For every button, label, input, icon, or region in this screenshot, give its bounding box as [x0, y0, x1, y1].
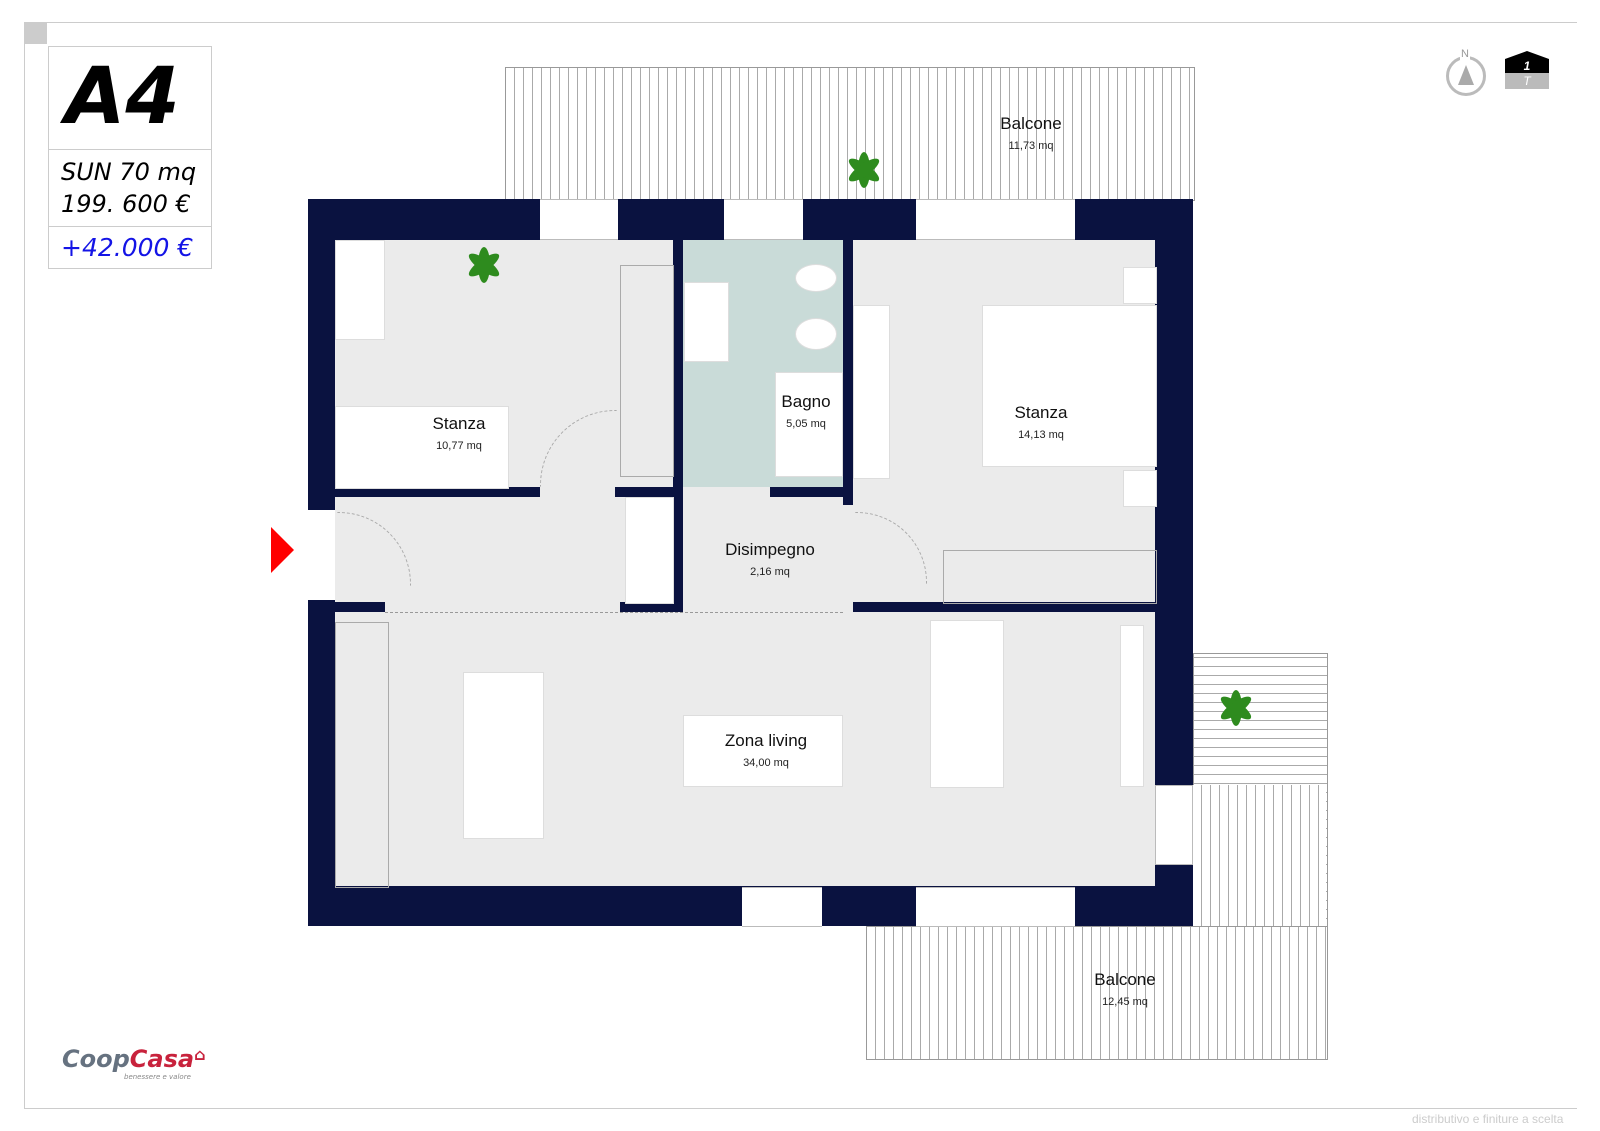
house-icon: ⌂ [194, 1045, 206, 1064]
plant-icon [1214, 688, 1258, 728]
unit-info-box: A4 SUN 70 mq 199. 600 € +42.000 € [48, 46, 212, 269]
interior-wall [770, 487, 853, 497]
wardrobe-bedroom [853, 305, 890, 479]
interior-wall [843, 240, 853, 505]
kitchen-cabinets [335, 622, 389, 888]
interior-wall [335, 602, 385, 612]
balcony-bottom [866, 926, 1328, 1060]
unit-code: A4 [49, 47, 211, 150]
kitchen-island [463, 672, 544, 839]
floor-badge-current: 1 [1505, 59, 1549, 73]
coopcasa-logo: CoopCasa⌂ benessere e valore [62, 1045, 206, 1081]
bidet [795, 264, 837, 292]
frame [24, 22, 1577, 1109]
wardrobe-long [943, 550, 1157, 604]
wall-right [1155, 199, 1193, 785]
wall-left-lower [308, 600, 335, 926]
balcony-top [505, 67, 1195, 201]
unit-price: 199. 600 € [61, 190, 191, 218]
corner-mark [24, 22, 47, 44]
tv-unit [1120, 625, 1144, 787]
window [916, 199, 1075, 240]
dining-table [683, 715, 843, 787]
window [724, 199, 803, 240]
interior-wall [673, 240, 683, 612]
shower [775, 372, 843, 477]
nightstand [1123, 470, 1157, 507]
bed-single [335, 406, 509, 489]
unit-extra-price: +42.000 € [61, 233, 194, 262]
interior-wall [615, 487, 673, 497]
compass-icon [1446, 56, 1486, 96]
window [916, 887, 1075, 927]
interior-wall [620, 602, 683, 612]
sofa [930, 620, 1004, 788]
wall-right-lower [1155, 865, 1193, 926]
plant-icon [462, 245, 506, 285]
interior-wall [853, 602, 1155, 612]
unit-sun: SUN 70 mq [61, 158, 197, 186]
compass-north-label: N [1460, 48, 1470, 60]
desk [335, 240, 385, 340]
toilet [795, 318, 837, 350]
double-bed [982, 305, 1157, 467]
floor-badge: 1 T [1505, 51, 1549, 89]
entrance-arrow-icon [271, 527, 294, 573]
interior-wall [335, 487, 540, 497]
wall-left [308, 199, 335, 510]
sink [684, 282, 729, 362]
nightstand [1123, 267, 1157, 304]
window [742, 887, 822, 927]
floor-badge-ground: T [1505, 73, 1549, 89]
footer-note: distributivo e finiture a scelta [1412, 1112, 1564, 1126]
window [540, 199, 618, 240]
plant-icon [842, 150, 886, 190]
hall-cabinet [625, 497, 674, 604]
wardrobe [620, 265, 674, 477]
